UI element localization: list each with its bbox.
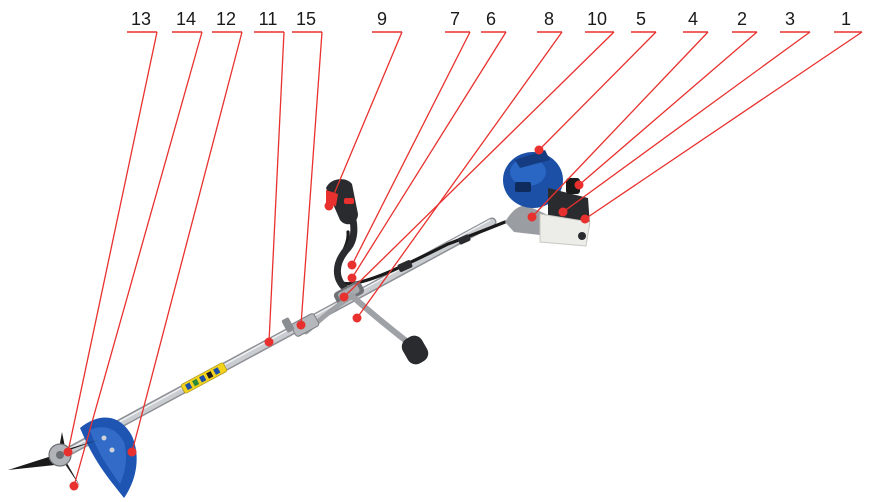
callout-leader-1 <box>584 31 863 220</box>
callout-label-7: 7 <box>450 9 460 29</box>
callout-14: 14 <box>69 9 203 491</box>
callout-15: 15 <box>292 9 323 330</box>
callout-label-3: 3 <box>785 9 795 29</box>
callout-label-8: 8 <box>544 9 554 29</box>
callout-label-15: 15 <box>296 9 316 29</box>
callout-4: 4 <box>527 9 709 222</box>
callout-marker-9 <box>324 201 334 211</box>
cable-clip <box>397 260 413 272</box>
callout-marker-5 <box>534 145 544 155</box>
blade-guard <box>80 417 137 498</box>
callout-marker-15 <box>296 320 306 330</box>
throttle-cable <box>335 220 507 286</box>
callout-marker-13 <box>63 447 73 457</box>
callout-label-2: 2 <box>737 9 747 29</box>
callout-leader-9 <box>328 31 403 207</box>
callout-label-1: 1 <box>841 9 851 29</box>
callout-leader-7 <box>351 31 471 266</box>
callout-label-6: 6 <box>486 9 496 29</box>
callout-marker-3 <box>558 207 568 217</box>
callout-marker-7 <box>347 260 357 270</box>
callout-label-14: 14 <box>176 9 196 29</box>
callout-2: 2 <box>574 9 758 190</box>
callout-12: 12 <box>127 9 243 457</box>
callout-1: 1 <box>580 9 863 224</box>
callout-label-5: 5 <box>636 9 646 29</box>
callout-3: 3 <box>558 9 811 217</box>
callout-7: 7 <box>347 9 471 270</box>
callout-label-9: 9 <box>377 9 387 29</box>
callout-label-11: 11 <box>259 9 278 29</box>
handlebar-throttle <box>326 179 358 296</box>
shaft-decal <box>180 362 228 394</box>
callout-label-10: 10 <box>587 9 607 29</box>
callout-marker-8 <box>352 313 362 323</box>
callout-marker-11 <box>264 337 274 347</box>
callout-marker-4 <box>527 212 537 222</box>
callout-marker-14 <box>69 481 79 491</box>
callout-label-12: 12 <box>216 9 236 29</box>
callout-marker-1 <box>580 214 590 224</box>
brush-cutter-illustration <box>8 150 591 498</box>
callout-label-4: 4 <box>688 9 698 29</box>
engine-unit <box>503 150 591 247</box>
callout-leader-14 <box>73 31 203 487</box>
cable-clip <box>457 234 471 245</box>
callout-leader-11 <box>268 31 285 343</box>
callout-6: 6 <box>347 9 507 283</box>
callout-marker-12 <box>127 447 137 457</box>
callout-marker-6 <box>347 273 357 283</box>
callout-leader-6 <box>351 31 507 279</box>
callout-leader-12 <box>131 31 243 453</box>
callout-leader-8 <box>356 31 563 319</box>
callout-5: 5 <box>534 9 657 155</box>
callout-leader-13 <box>67 31 158 453</box>
callout-11: 11 <box>254 9 285 347</box>
callout-marker-10 <box>339 292 349 302</box>
callout-leader-3 <box>562 31 811 213</box>
callout-10: 10 <box>339 9 615 302</box>
support-handle <box>303 293 429 365</box>
callout-layer: 13 14 12 11 15 9 7 6 8 10 5 4 2 3 1 <box>63 9 863 491</box>
callout-leader-5 <box>538 31 657 151</box>
callout-marker-2 <box>574 180 584 190</box>
callout-leader-15 <box>300 31 323 326</box>
callout-13: 13 <box>63 9 158 457</box>
callout-leader-4 <box>531 31 709 218</box>
callout-label-13: 13 <box>131 9 151 29</box>
callout-leader-10 <box>343 31 615 298</box>
callout-9: 9 <box>324 9 403 211</box>
callout-8: 8 <box>352 9 563 323</box>
callout-leader-2 <box>578 31 758 186</box>
